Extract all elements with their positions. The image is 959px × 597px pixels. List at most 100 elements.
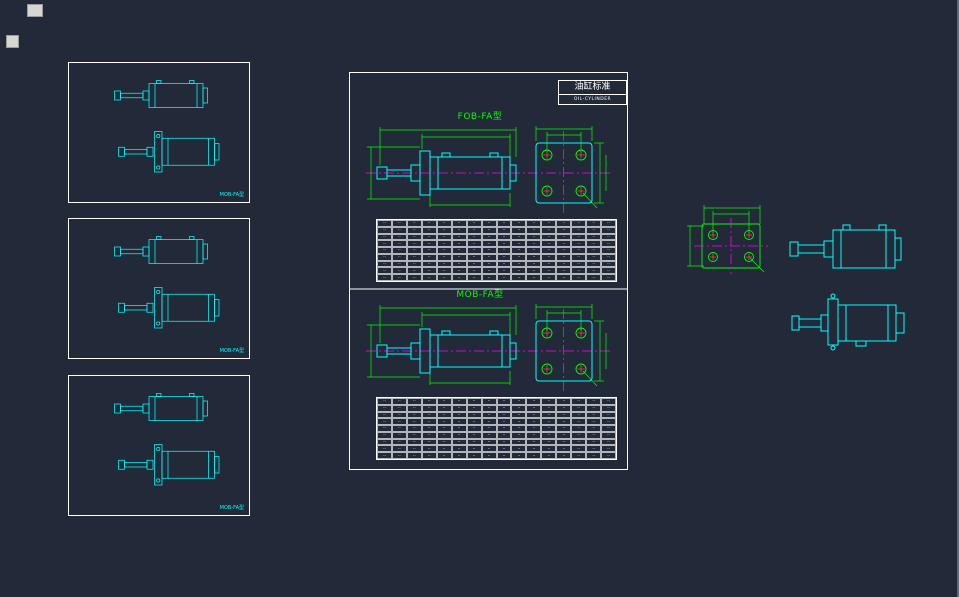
table-cell: ··	[541, 432, 556, 439]
table-cell: ··	[392, 274, 407, 281]
table-cell: ··	[586, 439, 601, 446]
table-cell: ··	[467, 274, 482, 281]
table-cell: ··	[422, 445, 437, 452]
table-cell: ··	[541, 240, 556, 247]
table-cell: ··	[586, 425, 601, 432]
table-cell: ··	[437, 247, 452, 254]
table-cell: ··	[467, 247, 482, 254]
table-cell: ··	[437, 254, 452, 261]
title-block: 油缸标准 OIL-CYLINDER	[558, 80, 627, 105]
table-cell: ··	[526, 240, 541, 247]
table-cell: ··	[407, 274, 422, 281]
table-cell: ··	[571, 432, 586, 439]
table-cell: ··	[377, 445, 392, 452]
table-cell: ··	[497, 418, 512, 425]
table-cell: ··	[407, 418, 422, 425]
table-cell: ··	[377, 240, 392, 247]
table-cell: ··	[511, 432, 526, 439]
spec-table-fob-fa[interactable]: ········································…	[376, 219, 617, 282]
table-cell: ··	[601, 439, 616, 446]
table-cell: ··	[556, 274, 571, 281]
table-cell: ··	[511, 398, 526, 405]
table-cell: ··	[556, 432, 571, 439]
table-cell: ··	[437, 452, 452, 459]
cylinder-side-view-right-top[interactable]	[786, 212, 911, 287]
table-cell: ··	[601, 220, 616, 227]
table-cell: ··	[511, 234, 526, 241]
table-cell: ··	[497, 267, 512, 274]
table-cell: ··	[541, 254, 556, 261]
table-cell: ··	[526, 425, 541, 432]
table-cell: ··	[497, 240, 512, 247]
table-cell: ··	[556, 412, 571, 419]
cylinder-side-view	[115, 81, 208, 108]
mob-fa-drawing[interactable]	[366, 304, 612, 393]
table-cell: ··	[377, 412, 392, 419]
table-cell: ··	[511, 439, 526, 446]
table-cell: ··	[482, 227, 497, 234]
table-cell: ··	[556, 425, 571, 432]
table-cell: ··	[482, 220, 497, 227]
table-cell: ··	[437, 240, 452, 247]
table-cell: ··	[571, 274, 586, 281]
sheet-oil-cylinder-standard[interactable]: FOB-FA型 MOB-FA型 油缸标准 OIL-CYLINDER ······…	[349, 72, 628, 470]
table-cell: ··	[601, 254, 616, 261]
table-cell: ··	[437, 398, 452, 405]
table-cell: ··	[467, 398, 482, 405]
table-cell: ··	[497, 254, 512, 261]
table-cell: ··	[556, 220, 571, 227]
flanged-cylinder-side-view	[119, 445, 220, 486]
table-cell: ··	[452, 445, 467, 452]
table-cell: ··	[511, 227, 526, 234]
table-cell: ··	[586, 267, 601, 274]
table-cell: ··	[556, 452, 571, 459]
table-cell: ··	[392, 418, 407, 425]
table-cell: ··	[407, 452, 422, 459]
table-cell: ··	[377, 234, 392, 241]
table-cell: ··	[511, 220, 526, 227]
table-cell: ··	[497, 234, 512, 241]
table-cell: ··	[526, 220, 541, 227]
table-cell: ··	[392, 240, 407, 247]
table-cell: ··	[497, 227, 512, 234]
table-cell: ··	[601, 452, 616, 459]
table-cell: ··	[601, 405, 616, 412]
table-cell: ··	[452, 240, 467, 247]
drawing-frame-2[interactable]: MOB-FA型	[68, 218, 250, 359]
drawing-frame-3[interactable]: MOB-FA型	[68, 375, 250, 516]
table-cell: ··	[601, 267, 616, 274]
table-cell: ··	[541, 405, 556, 412]
table-cell: ··	[511, 274, 526, 281]
table-cell: ··	[407, 234, 422, 241]
table-cell: ··	[467, 220, 482, 227]
table-cell: ··	[452, 418, 467, 425]
table-cell: ··	[467, 418, 482, 425]
flanged-cylinder-side-view-right-bottom[interactable]	[790, 285, 915, 357]
table-cell: ··	[392, 412, 407, 419]
cylinder-side-view	[115, 237, 208, 264]
table-cell: ··	[511, 254, 526, 261]
table-cell: ··	[511, 412, 526, 419]
table-cell: ··	[556, 267, 571, 274]
table-cell: ··	[601, 432, 616, 439]
drawing-frame-1[interactable]: MOB-FA型	[68, 62, 250, 203]
table-cell: ··	[526, 418, 541, 425]
table-cell: ··	[571, 254, 586, 261]
spec-table-mob-fa[interactable]: ········································…	[376, 397, 617, 460]
flange-plate-front-view[interactable]	[680, 200, 780, 285]
fob-fa-drawing[interactable]	[366, 126, 612, 215]
table-cell: ··	[601, 398, 616, 405]
table-cell: ··	[541, 267, 556, 274]
table-cell: ··	[422, 240, 437, 247]
table-cell: ··	[437, 432, 452, 439]
table-cell: ··	[601, 247, 616, 254]
table-cell: ··	[422, 432, 437, 439]
table-cell: ··	[392, 405, 407, 412]
table-cell: ··	[556, 418, 571, 425]
table-cell: ··	[497, 452, 512, 459]
table-cell: ··	[452, 267, 467, 274]
table-cell: ··	[437, 425, 452, 432]
table-cell: ··	[541, 425, 556, 432]
table-cell: ··	[407, 445, 422, 452]
